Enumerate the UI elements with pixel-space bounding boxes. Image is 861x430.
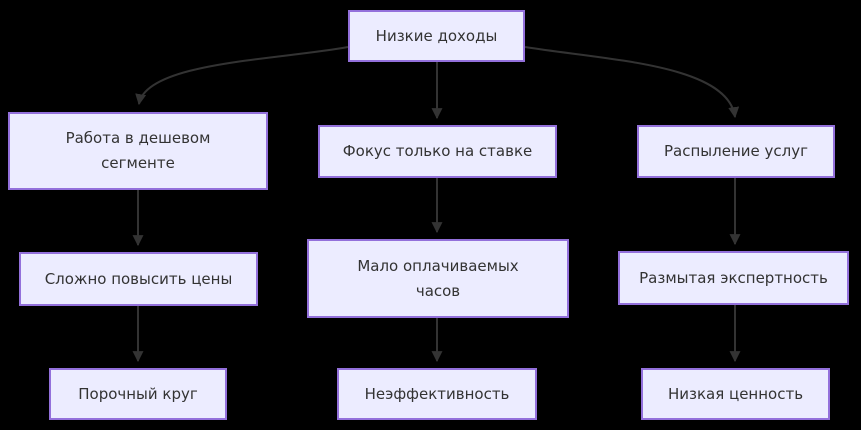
node-rate-only-focus: Фокус только на ставке	[318, 125, 557, 178]
node-low-income: Низкие доходы	[348, 10, 525, 62]
node-blurred-expertise: Размытая экспертность	[618, 251, 849, 305]
edge-root-to-cheap-segment	[135, 46, 349, 106]
node-cheap-segment-work: Работа в дешевом сегменте	[8, 112, 268, 190]
node-low-value: Низкая ценность	[641, 368, 830, 420]
node-vicious-circle: Порочный круг	[49, 368, 227, 420]
node-service-sprawl: Распыление услуг	[637, 125, 835, 178]
node-inefficiency: Неэффективность	[337, 368, 537, 420]
node-hard-to-raise-prices: Сложно повысить цены	[19, 252, 258, 306]
node-few-billable-hours: Мало оплачиваемых часов	[307, 239, 569, 318]
edge-root-to-service-sprawl	[524, 46, 740, 119]
